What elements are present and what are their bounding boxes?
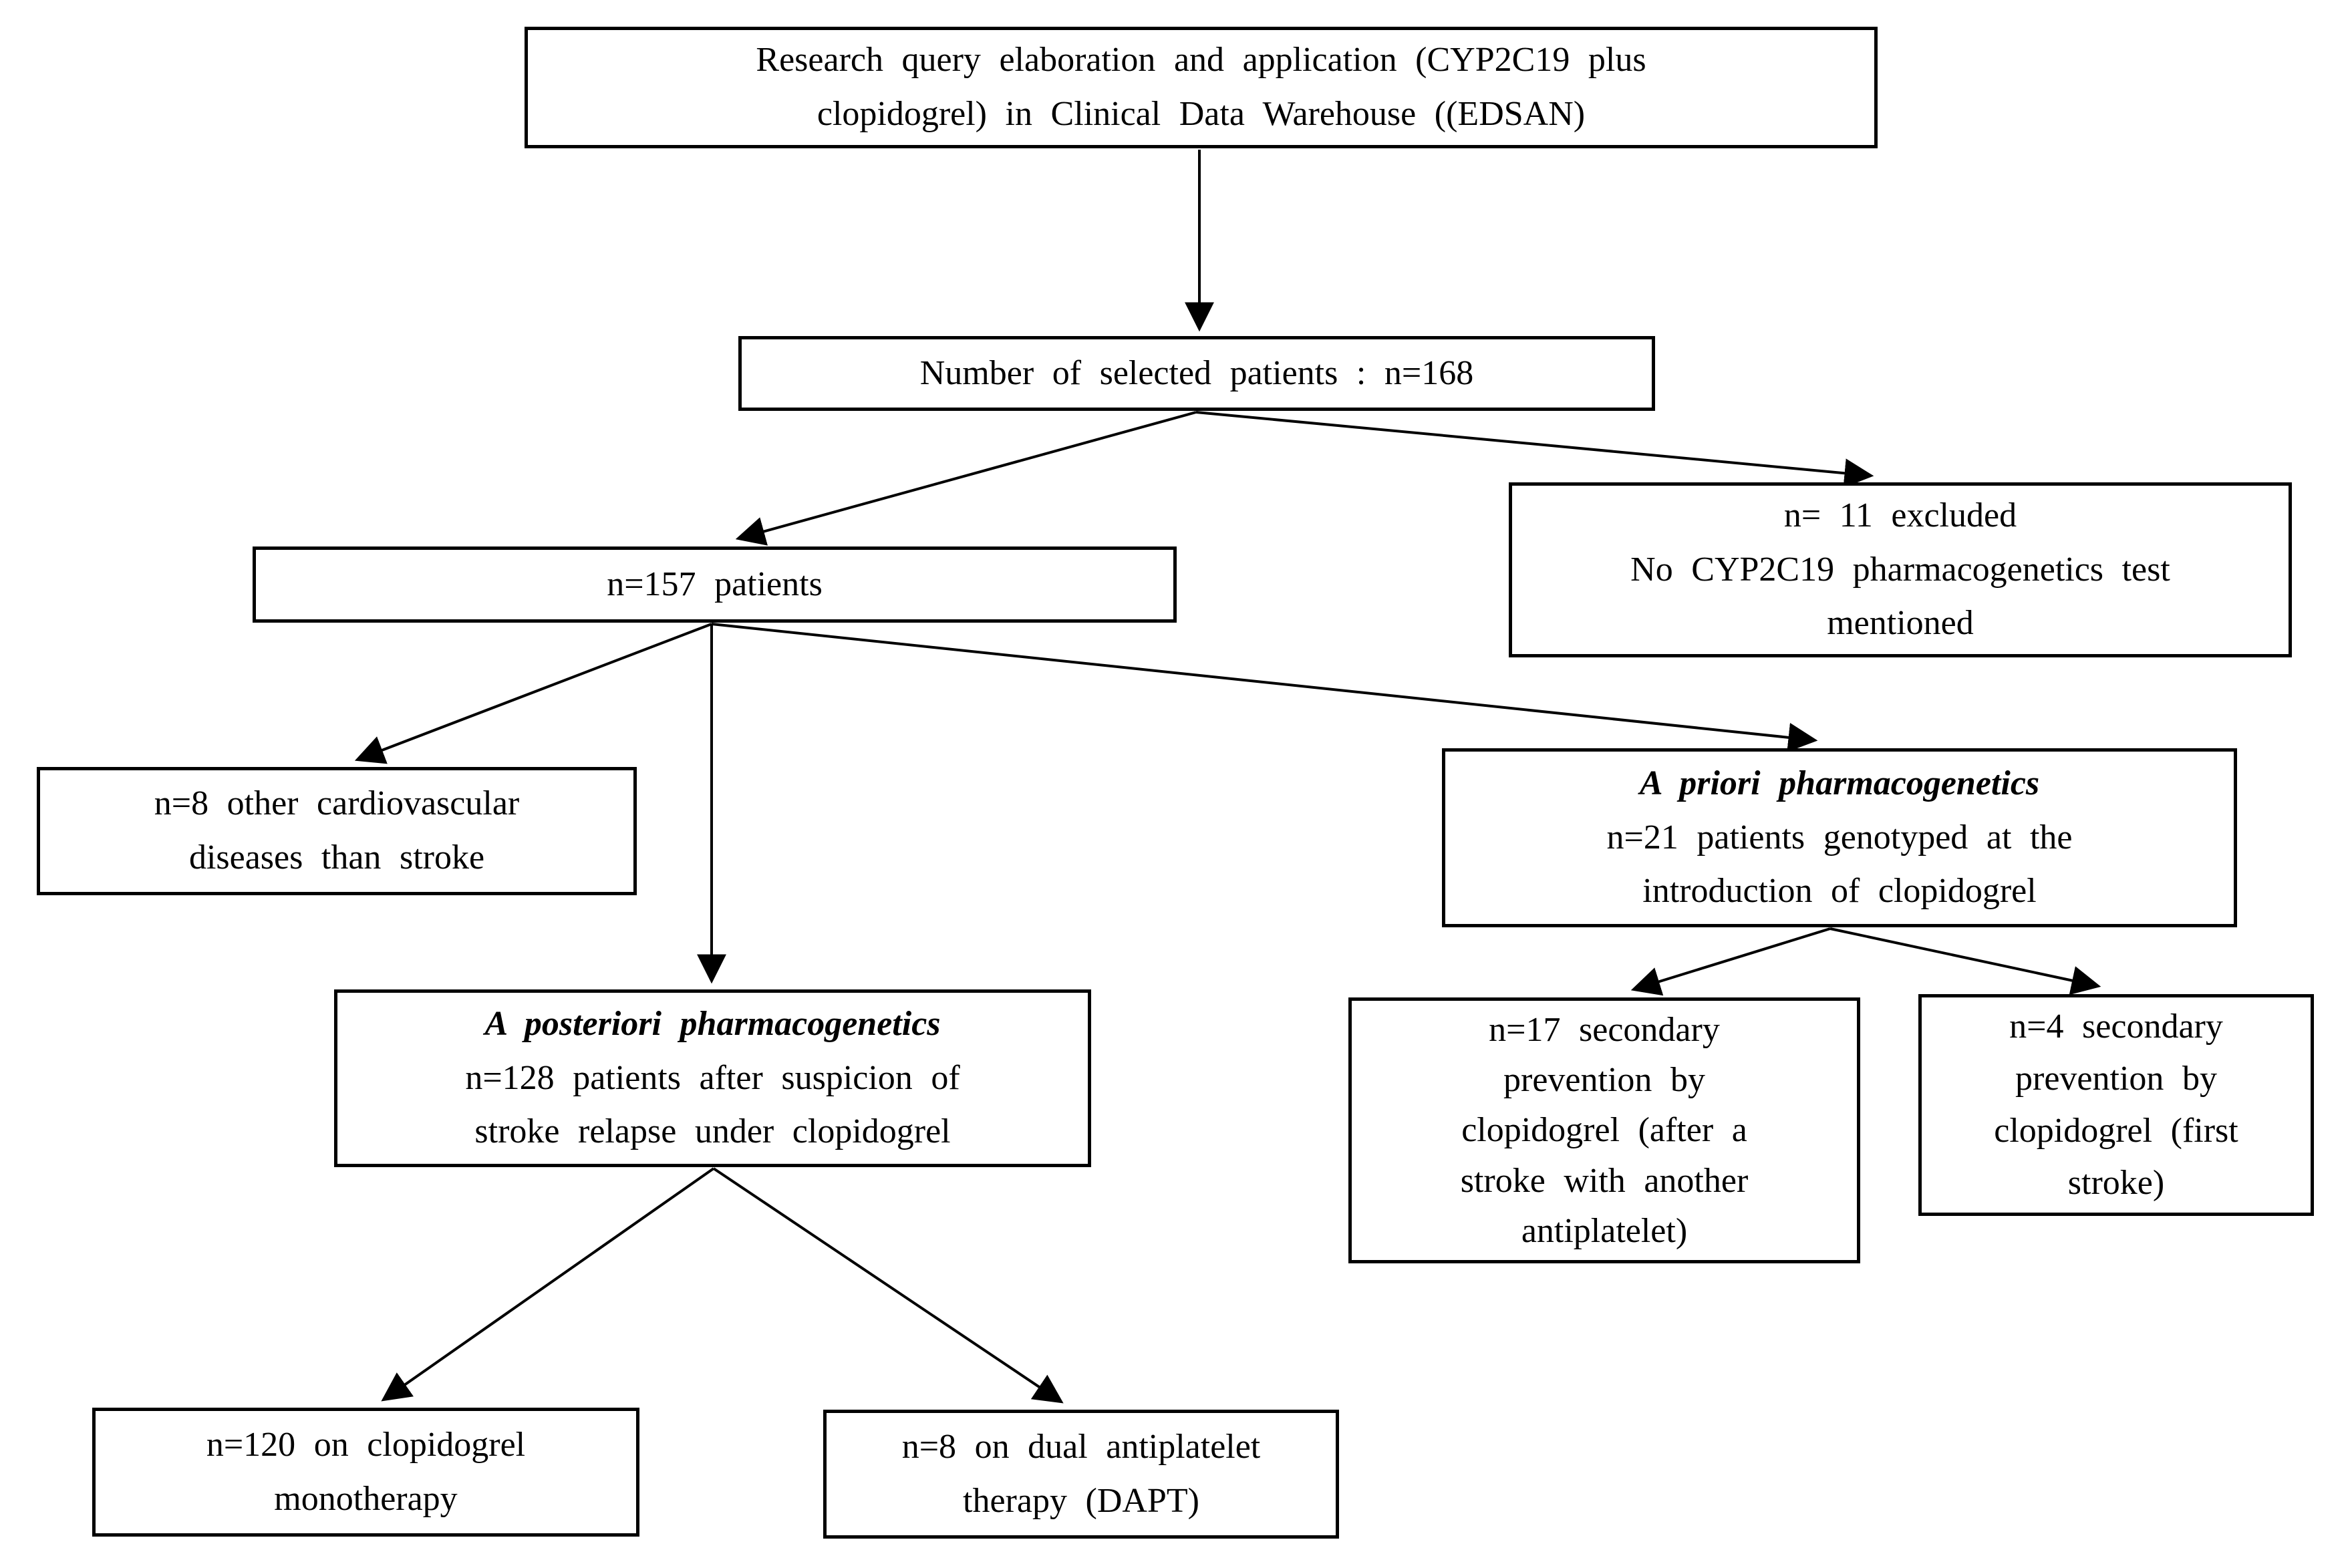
node-research-text: Research query elaboration and applicati…	[756, 41, 1646, 133]
node-n157-patients: n=157 patients	[253, 546, 1177, 623]
node-research-query: Research query elaboration and applicati…	[525, 27, 1878, 148]
edge-apriori-to-n17	[1630, 927, 1831, 996]
edge-selected-to-excluded	[1195, 411, 1874, 488]
node-a-priori-title: A priori pharmacogenetics	[1639, 764, 2040, 803]
node-n157-text: n=157 patients	[607, 565, 823, 603]
node-selected-patients: Number of selected patients : n=168	[738, 336, 1655, 411]
edge-aposteriori-to-n120	[381, 1167, 715, 1402]
node-a-posteriori-title: A posteriori pharmacogenetics	[484, 1005, 941, 1044]
node-selected-text: Number of selected patients : n=168	[919, 353, 1474, 392]
edge-apriori-to-n4	[1829, 927, 2101, 995]
node-a-priori-pharmacogenetics: A priori pharmacogenetics n=21 patients …	[1442, 748, 2237, 927]
edge-aposteriori-to-dapt	[712, 1167, 1064, 1404]
node-a-posteriori-pharmacogenetics: A posteriori pharmacogenetics n=128 pati…	[334, 989, 1091, 1167]
edge-n157-to-other_cvd	[354, 623, 712, 764]
edge-selected-to-n157	[735, 411, 1197, 546]
